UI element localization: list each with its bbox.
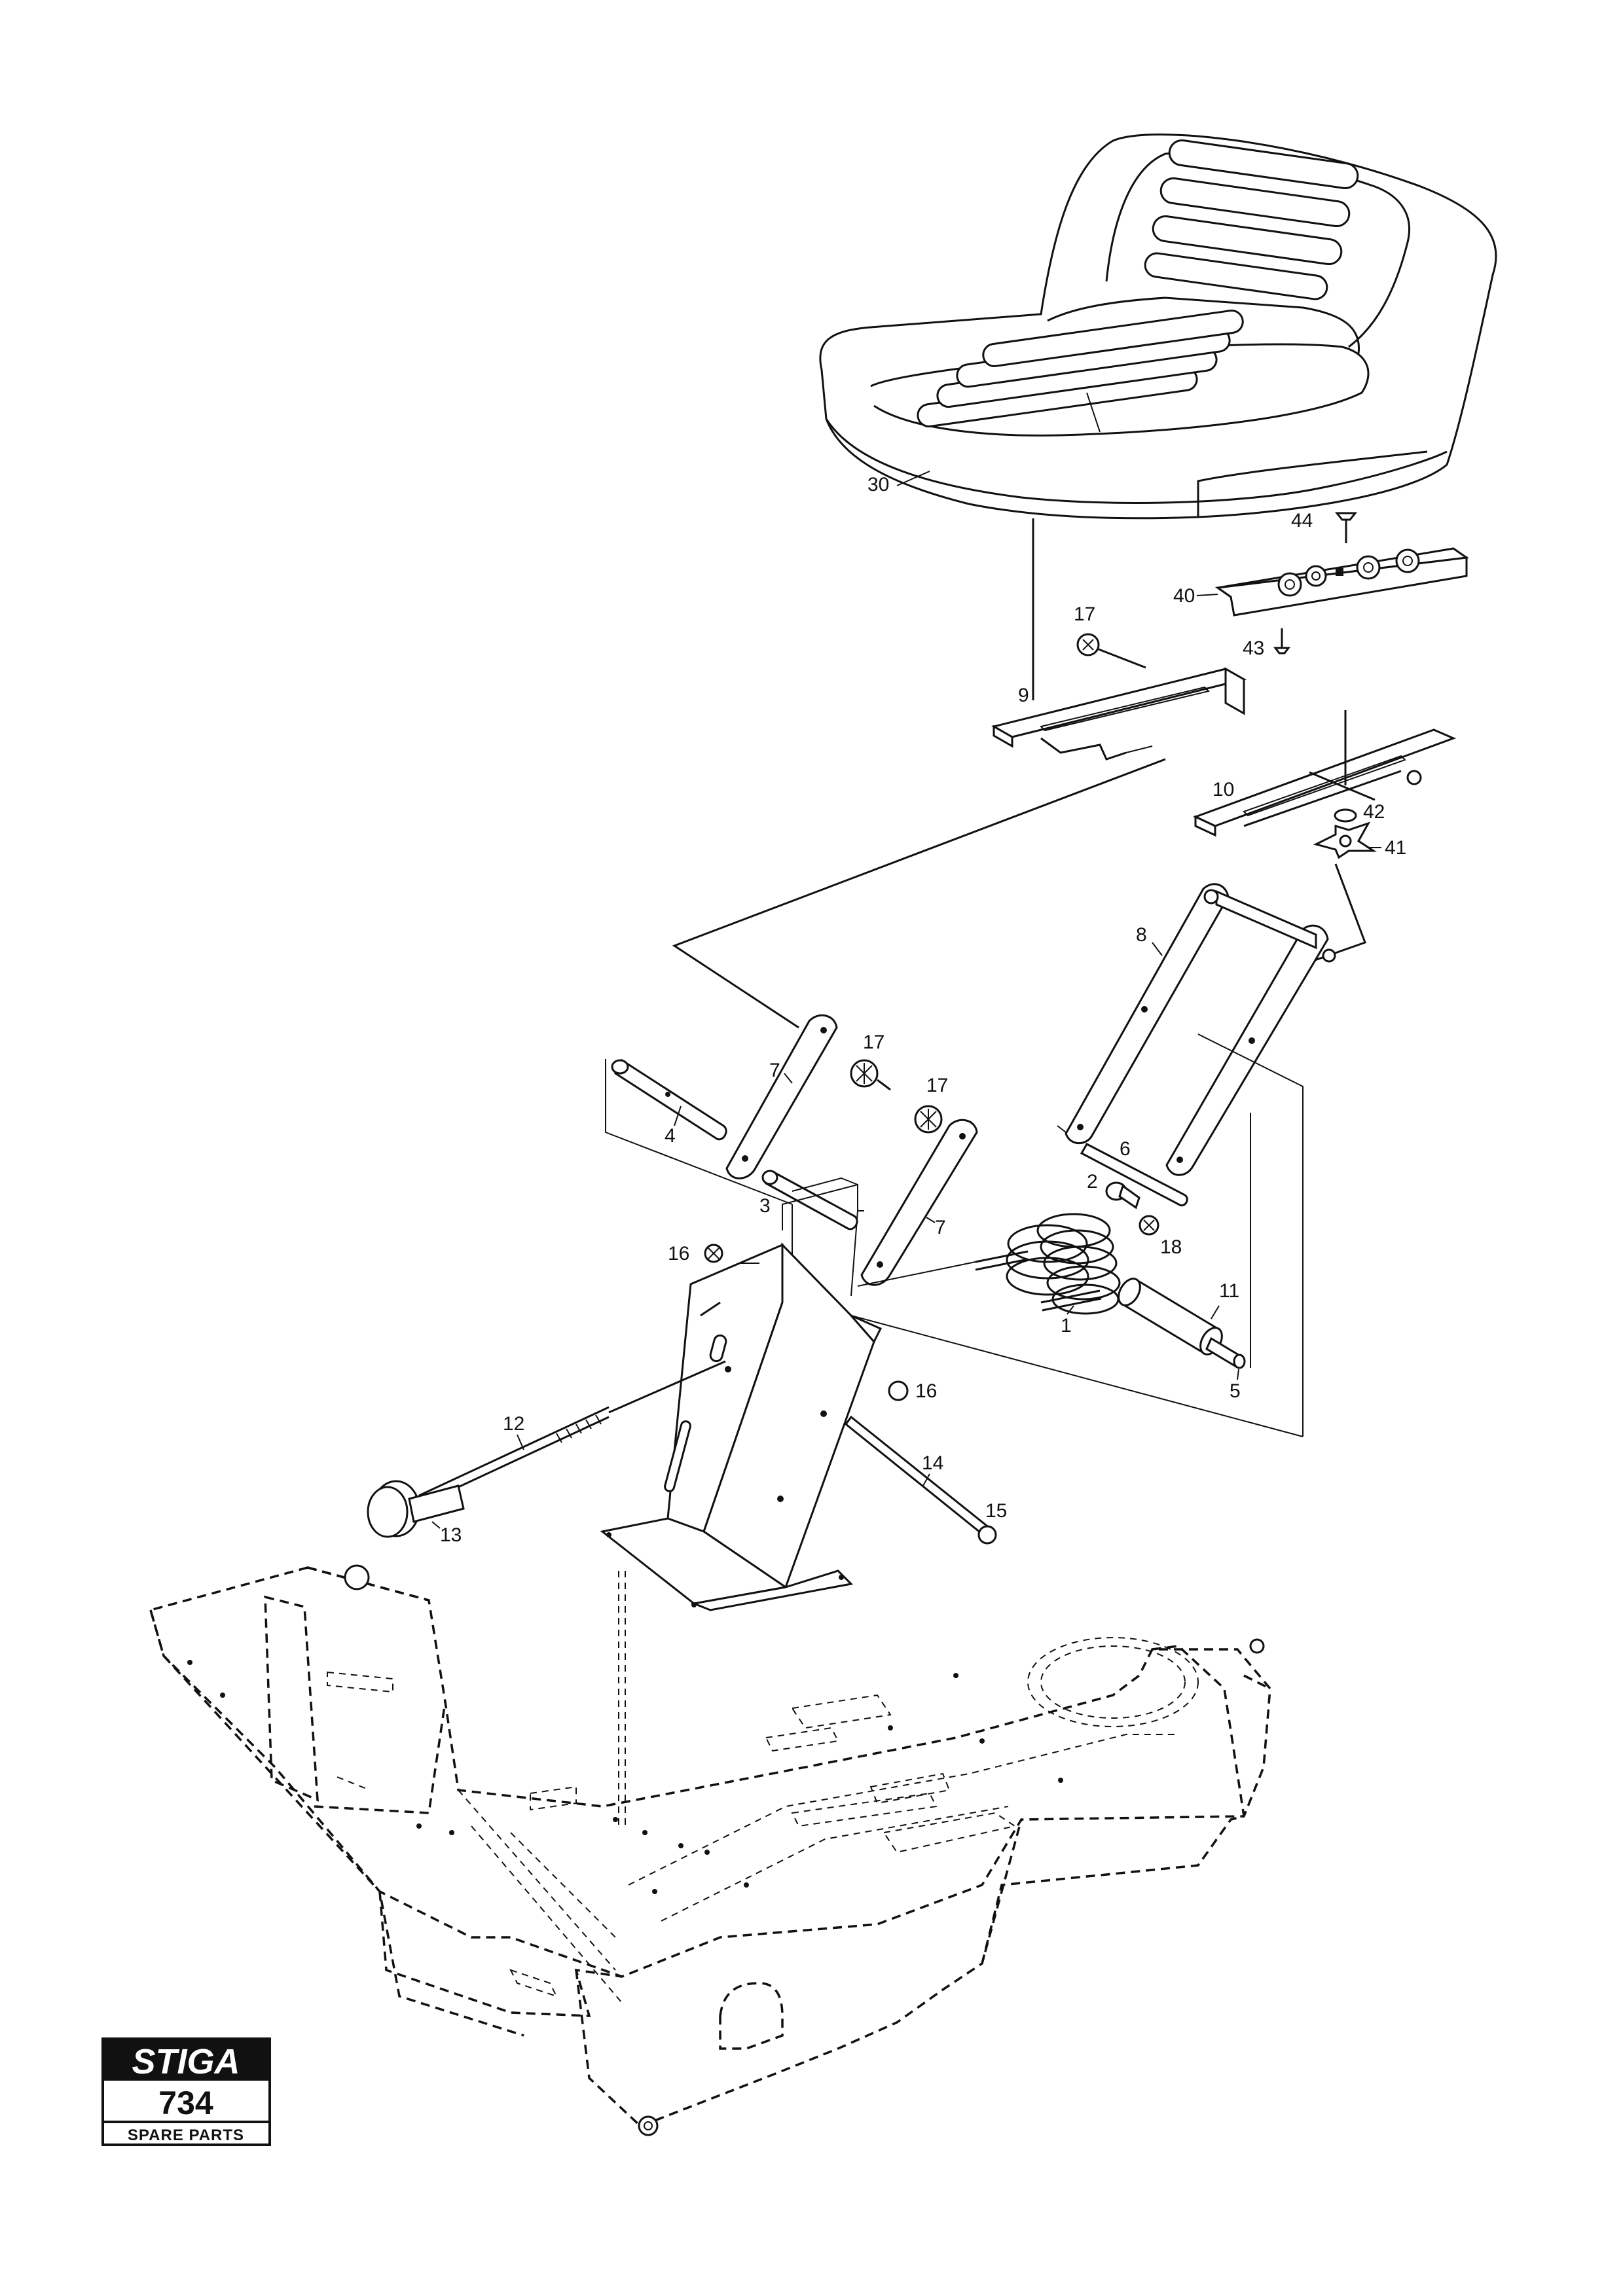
tractor-chassis [149, 1564, 1271, 2136]
spring-part-1 [975, 1213, 1121, 1315]
callout-8: 8 [1136, 924, 1147, 946]
washer-part-16-lower [888, 1380, 909, 1401]
callout-10: 10 [1213, 779, 1234, 800]
side-plate-part-7-lower [860, 1119, 978, 1286]
side-plate-part-7-upper [725, 1014, 838, 1179]
adjuster-screw-part-12 [418, 1360, 726, 1507]
callout-44: 44 [1291, 510, 1313, 531]
link-assembly-part-8 [1057, 883, 1336, 1176]
washer-part-42 [1334, 808, 1357, 823]
knob-part-41 [1313, 821, 1377, 859]
callout-30: 30 [867, 474, 889, 495]
callout-5: 5 [1230, 1380, 1241, 1402]
screw-part-44 [1334, 512, 1358, 543]
callout-14: 14 [922, 1452, 943, 1474]
logo-model: 734 [158, 2085, 213, 2121]
callout-41: 41 [1385, 837, 1406, 859]
nut-part-17-top [1076, 633, 1146, 669]
callout-labels: 30 44 40 17 43 9 10 42 41 8 17 7 17 4 6 … [431, 471, 1406, 1546]
cap-part-15 [977, 1525, 997, 1545]
callout-43: 43 [1243, 637, 1264, 659]
logo-brand: STIGA [132, 2042, 240, 2081]
callout-7-lower: 7 [935, 1217, 946, 1238]
slide-rail-part-9 [991, 667, 1247, 761]
pin-part-3 [761, 1170, 858, 1283]
callout-2: 2 [1087, 1171, 1098, 1193]
stiga-logo: STIGA 734 SPARE PARTS [101, 2037, 271, 2146]
callout-16-upper: 16 [668, 1243, 689, 1265]
nut-part-18 [1139, 1215, 1159, 1236]
callout-17-top: 17 [1074, 603, 1095, 625]
bolt-part-2 [1105, 1181, 1140, 1210]
callout-6: 6 [1120, 1138, 1131, 1160]
screw-part-43 [1273, 628, 1290, 655]
callout-3: 3 [759, 1195, 771, 1217]
pin-part-4 [605, 1058, 793, 1205]
pin-part-5 [1197, 1033, 1304, 1437]
slide-rail-part-10 [1193, 710, 1457, 837]
nut-part-17-mid [850, 1059, 891, 1091]
logo-caption: SPARE PARTS [128, 2126, 244, 2144]
callout-40: 40 [1173, 585, 1195, 607]
callout-13: 13 [440, 1524, 462, 1546]
callout-17-low: 17 [926, 1075, 948, 1096]
callout-18: 18 [1160, 1236, 1182, 1258]
callout-16-lower: 16 [915, 1380, 937, 1402]
callout-11: 11 [1219, 1280, 1239, 1302]
pin-part-14 [844, 1415, 993, 1537]
nut-part-17-low [914, 1105, 943, 1134]
pin-part-6 [1080, 1143, 1188, 1207]
nut-part-16-upper [704, 1244, 723, 1263]
seat-part-30 [819, 134, 1497, 520]
seat-bracket [600, 1242, 883, 1611]
callout-12: 12 [503, 1413, 524, 1435]
callout-17-mid: 17 [863, 1031, 884, 1053]
callout-9: 9 [1018, 685, 1029, 706]
plate-part-40 [1214, 547, 1469, 617]
callout-4: 4 [665, 1125, 676, 1147]
callout-15: 15 [985, 1500, 1007, 1522]
knob-part-13 [367, 1480, 465, 1538]
callout-1: 1 [1061, 1315, 1072, 1336]
callout-7-upper: 7 [769, 1060, 780, 1081]
callout-42: 42 [1363, 801, 1385, 823]
